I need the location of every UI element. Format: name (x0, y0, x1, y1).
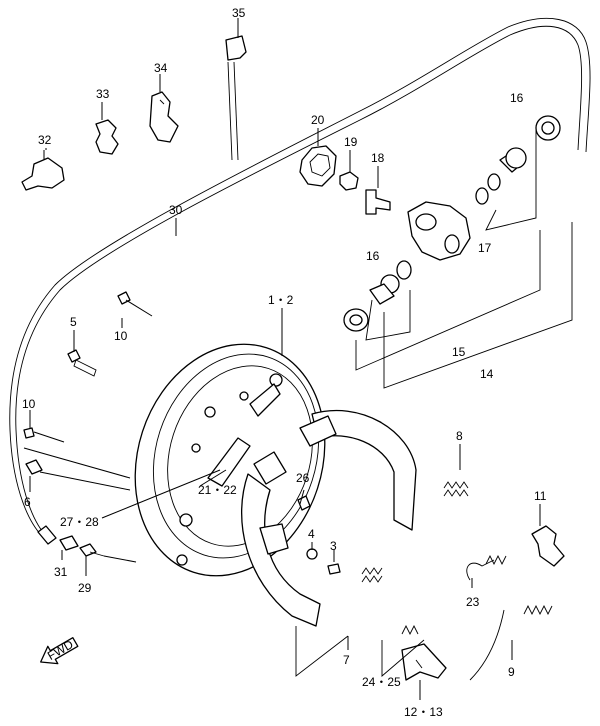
label-14: 14 (480, 367, 494, 381)
label-32: 32 (38, 133, 52, 147)
label-23: 23 (466, 595, 480, 609)
label-18: 18 (371, 151, 385, 165)
label-9: 9 (508, 665, 515, 679)
cable-clamp-34 (149, 74, 179, 143)
label-5: 5 (70, 315, 77, 329)
label-11: 11 (534, 489, 547, 503)
label-34: 34 (154, 61, 168, 75)
label-29: 29 (78, 581, 92, 595)
cable-clamp-32 (21, 150, 65, 191)
label-16-left: 16 (366, 249, 380, 263)
label-35: 35 (232, 6, 246, 20)
label-16-right: 16 (510, 91, 524, 105)
label-20: 20 (311, 113, 325, 127)
brake-cable (9, 18, 591, 545)
label-33: 33 (96, 87, 110, 101)
spring-9-wire (469, 609, 505, 681)
label-30: 30 (169, 203, 183, 217)
label-10-top: 10 (114, 329, 128, 343)
shoe-return-springs (361, 481, 553, 636)
label-15: 15 (452, 345, 466, 359)
label-8: 8 (456, 429, 463, 443)
label-17: 17 (478, 241, 492, 255)
adjuster-lever-11 (531, 525, 565, 567)
spring-23-hook (466, 559, 495, 581)
wheel-cylinder-assembly (299, 115, 573, 389)
cable-clamp-33 (95, 102, 119, 155)
label-27-28: 27・28 (60, 515, 99, 529)
label-7: 7 (343, 653, 350, 667)
forward-arrow: FWD (40, 637, 79, 665)
cable-clamp-35 (225, 22, 247, 161)
label-4: 4 (308, 527, 315, 541)
label-3: 3 (330, 539, 337, 553)
brake-shoes (241, 409, 417, 627)
label-26: 26 (296, 471, 310, 485)
leader-lines (23, 18, 541, 700)
label-21-22: 21・22 (198, 483, 237, 497)
label-1-2: 1・2 (268, 293, 294, 307)
bolts (23, 291, 341, 575)
label-10-bottom: 10 (22, 397, 36, 411)
label-12-13: 12・13 (404, 705, 443, 719)
label-19: 19 (344, 135, 358, 149)
label-24-25: 24・25 (362, 675, 401, 689)
callout-labels: 35 34 33 32 30 20 19 18 16 16 17 1・2 10 … (22, 6, 547, 719)
backing-plate (134, 343, 326, 577)
parking-lever-12 (401, 643, 447, 681)
label-6: 6 (24, 495, 31, 509)
label-31: 31 (54, 565, 68, 579)
